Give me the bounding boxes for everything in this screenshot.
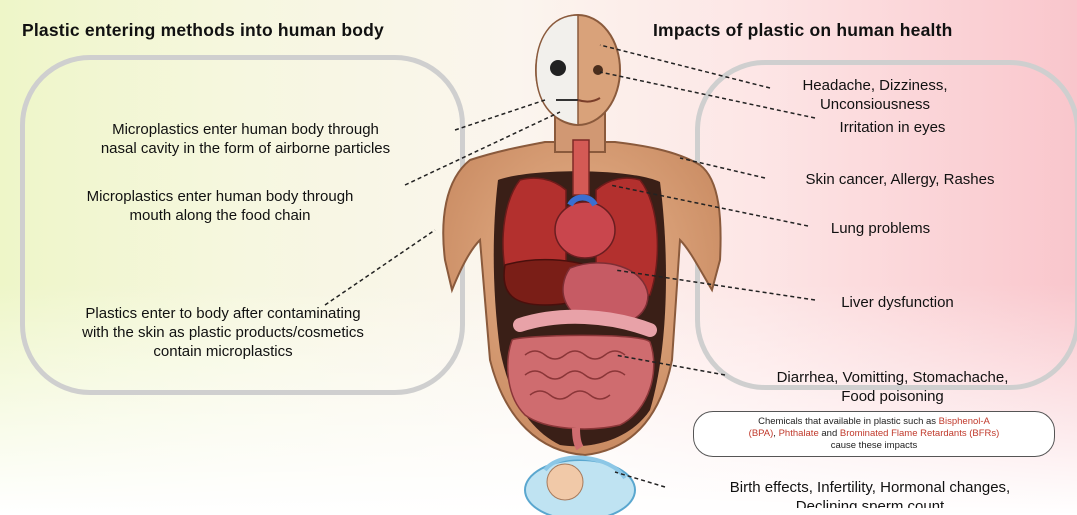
intestines — [508, 335, 654, 429]
entry-method-line: nasal cavity in the form of airborne par… — [38, 139, 453, 158]
entry-method-mouth: Microplastics enter human body through m… — [20, 187, 420, 225]
entry-method-line: Microplastics enter human body through — [38, 120, 453, 139]
chem-bpa: Bisphenol-A — [939, 416, 990, 427]
impact-line: Lung problems — [808, 219, 953, 238]
impact-line: Irritation in eyes — [815, 118, 970, 137]
chem-bpa-abbr: (BPA) — [749, 428, 774, 439]
chem-text: Chemicals that available in plastic such… — [758, 416, 939, 427]
impact-headache: Headache, Dizziness, Unconsiousness — [770, 76, 980, 114]
entry-method-line: Plastics enter to body after contaminati… — [18, 304, 428, 323]
impact-line: Birth effects, Infertility, Hormonal cha… — [665, 478, 1075, 497]
chemicals-note: Chemicals that available in plastic such… — [693, 411, 1055, 457]
entry-method-skin: Plastics enter to body after contaminati… — [18, 304, 428, 361]
impact-line: Headache, Dizziness, — [770, 76, 980, 95]
impact-line: Unconsiousness — [770, 95, 980, 114]
impact-digestive: Diarrhea, Vomitting, Stomachache, Food p… — [725, 368, 1060, 406]
impact-lung: Lung problems — [808, 219, 953, 238]
chem-and: and — [819, 428, 840, 439]
entry-methods-title: Plastic entering methods into human body — [22, 20, 384, 41]
chem-phthalate: Phthalate — [779, 428, 819, 439]
impacts-title: Impacts of plastic on human health — [653, 20, 952, 41]
trachea — [573, 140, 589, 195]
impact-line: Liver dysfunction — [815, 293, 980, 312]
impact-line: Diarrhea, Vomitting, Stomachache, — [725, 368, 1060, 387]
entry-method-line: contain microplastics — [18, 342, 428, 361]
impact-line: Food poisoning — [725, 387, 1060, 406]
entry-method-line: mouth along the food chain — [20, 206, 420, 225]
impact-liver: Liver dysfunction — [815, 293, 980, 312]
entry-method-nasal: Microplastics enter human body through n… — [38, 120, 453, 158]
entry-method-line: with the skin as plastic products/cosmet… — [18, 323, 428, 342]
impact-skin: Skin cancer, Allergy, Rashes — [765, 170, 1035, 189]
impact-line: Skin cancer, Allergy, Rashes — [765, 170, 1035, 189]
chem-footer: cause these impacts — [694, 440, 1054, 452]
impact-eye-irritation: Irritation in eyes — [815, 118, 970, 137]
chem-bfr: Brominated Flame Retardants (BFRs) — [840, 428, 999, 439]
impact-birth: Birth effects, Infertility, Hormonal cha… — [665, 478, 1075, 508]
impact-line: Declining sperm count — [665, 497, 1075, 508]
entry-method-line: Microplastics enter human body through — [20, 187, 420, 206]
heart — [555, 202, 615, 258]
